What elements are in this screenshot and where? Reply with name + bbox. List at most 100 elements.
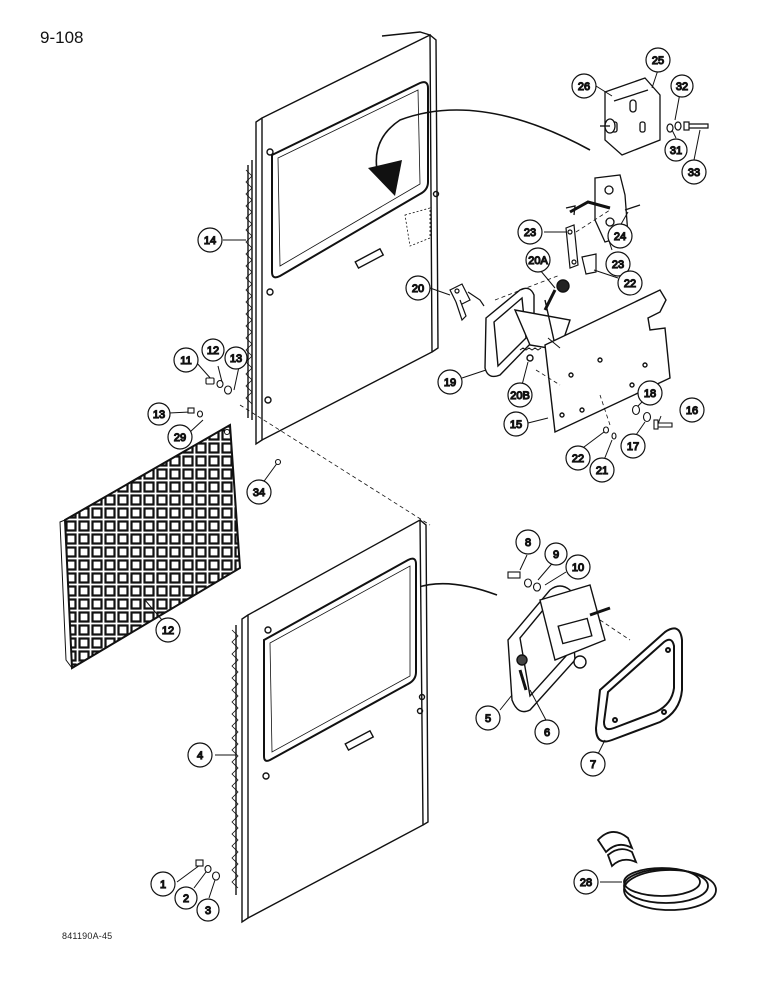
svg-text:34: 34 <box>253 487 265 499</box>
svg-text:3: 3 <box>205 905 211 917</box>
callout-12: 12 <box>201 338 225 362</box>
callout-31: 12 <box>155 617 181 643</box>
callout-32: 13 <box>147 402 171 426</box>
callout-7: 7 <box>580 751 606 777</box>
svg-text:19: 19 <box>444 377 456 389</box>
svg-text:20B: 20B <box>510 390 530 402</box>
callout-21: 21 <box>589 457 615 483</box>
callout-20: 20 <box>405 275 431 301</box>
svg-text:7: 7 <box>590 759 596 771</box>
callout-26: 24 <box>607 223 633 249</box>
upper-hinge <box>245 169 253 405</box>
svg-text:21: 21 <box>596 465 608 477</box>
callout-16: 16 <box>679 397 705 423</box>
key <box>449 283 485 322</box>
svg-text:22: 22 <box>572 453 584 465</box>
svg-text:23: 23 <box>524 227 536 239</box>
callout-9: 9 <box>544 542 568 566</box>
svg-text:33: 33 <box>688 167 700 179</box>
lower-door <box>235 518 429 924</box>
svg-text:20: 20 <box>412 283 424 295</box>
callout-19: 19 <box>437 369 463 395</box>
svg-text:13: 13 <box>230 353 242 365</box>
svg-text:11: 11 <box>180 355 191 367</box>
svg-text:32: 32 <box>676 81 688 93</box>
gasket <box>594 627 683 743</box>
svg-text:24: 24 <box>614 231 626 243</box>
svg-text:17: 17 <box>627 441 639 453</box>
lower-latch-assembly <box>507 584 611 713</box>
callout-33: 29 <box>167 424 193 450</box>
callout-20B: 20B <box>507 382 533 408</box>
callout-1: 1 <box>150 871 176 897</box>
callout-27: 25 <box>645 47 671 73</box>
lower-hinge <box>231 629 239 889</box>
page-number: 9-108 <box>40 28 84 47</box>
callout-23: 23 <box>517 219 543 245</box>
wire-mesh-screen <box>59 423 242 670</box>
bolt-8-washers <box>507 571 542 592</box>
callout-25: 23 <box>605 251 631 277</box>
svg-text:23: 23 <box>612 259 624 271</box>
callout-4: 4 <box>187 742 213 768</box>
svg-text:13: 13 <box>153 409 165 421</box>
upper-curved-arrow <box>375 109 591 176</box>
svg-text:12: 12 <box>207 345 219 357</box>
svg-text:16: 16 <box>686 405 698 417</box>
plate-hardware <box>602 404 673 440</box>
svg-text:2: 2 <box>183 893 189 905</box>
svg-text:22: 22 <box>624 278 636 290</box>
callout-20A: 20A <box>525 247 551 273</box>
callout-bubbles: 14 26 25 32 31 33 24 23 23 22 20A 20 19 … <box>147 47 707 922</box>
upper-door <box>247 31 440 446</box>
seal-coil <box>596 831 717 911</box>
callout-13-top: 32 <box>670 74 694 98</box>
callout-14: 14 <box>197 227 223 253</box>
svg-text:31: 31 <box>670 145 682 157</box>
callout-24: 22 <box>617 270 643 296</box>
callout-17: 17 <box>620 433 646 459</box>
svg-text:29: 29 <box>174 432 186 444</box>
svg-text:25: 25 <box>652 55 664 67</box>
clip-24 <box>581 253 597 275</box>
svg-text:5: 5 <box>485 713 491 725</box>
svg-text:28: 28 <box>580 877 592 889</box>
svg-text:14: 14 <box>204 235 216 247</box>
leader-lines <box>239 209 631 641</box>
svg-text:26: 26 <box>578 81 590 93</box>
callout-10: 10 <box>565 554 591 580</box>
callout-8: 8 <box>515 529 541 555</box>
callout-34: 34 <box>246 479 272 505</box>
svg-text:8: 8 <box>525 537 531 549</box>
callout-5: 5 <box>475 705 501 731</box>
svg-text:1: 1 <box>160 879 166 891</box>
svg-text:10: 10 <box>572 562 584 574</box>
callout-12-top: 31 <box>664 138 688 162</box>
callout-29: 33 <box>681 159 707 185</box>
callout-11: 11 <box>173 347 199 373</box>
upper-arrow-head <box>368 160 402 196</box>
callout-2: 2 <box>174 886 198 910</box>
mounting-plate <box>544 289 671 434</box>
figure-code: 841190A-45 <box>62 931 113 941</box>
link-rod-23 <box>565 224 579 269</box>
callout-3: 3 <box>196 898 220 922</box>
svg-text:12: 12 <box>162 625 174 637</box>
striker-plate <box>600 77 661 156</box>
svg-text:6: 6 <box>544 727 550 739</box>
hardware-left-door <box>187 377 282 881</box>
svg-text:9: 9 <box>553 549 559 561</box>
callout-13: 13 <box>224 346 248 370</box>
svg-text:15: 15 <box>510 419 522 431</box>
svg-text:18: 18 <box>644 388 656 400</box>
callout-6: 6 <box>534 719 560 745</box>
callout-30: 28 <box>573 869 599 895</box>
svg-text:4: 4 <box>197 750 203 762</box>
callout-18: 18 <box>637 380 663 406</box>
callout-28: 26 <box>571 73 597 99</box>
svg-text:20A: 20A <box>528 255 548 267</box>
callout-22: 22 <box>565 445 591 471</box>
washer-bolt-29 <box>666 121 709 133</box>
